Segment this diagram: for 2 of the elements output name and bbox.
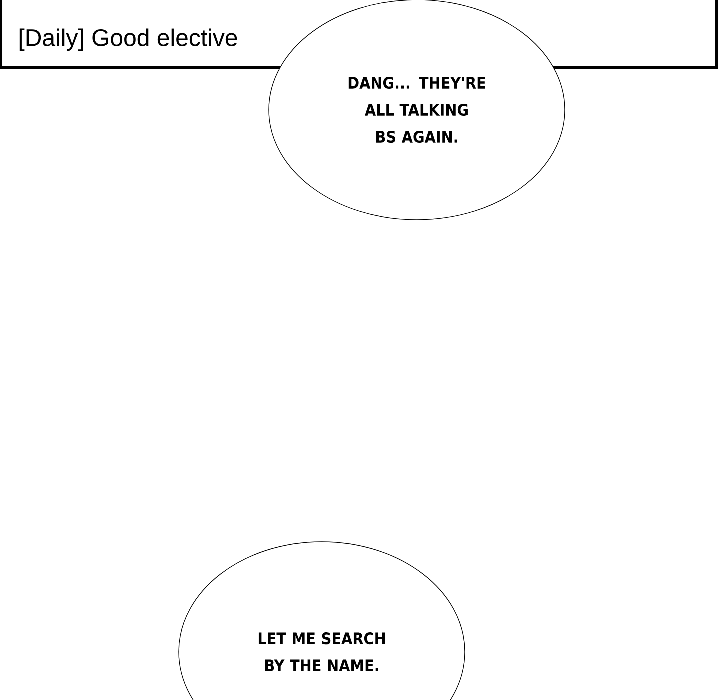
speech-bubble: LET ME SEARCH BY THE NAME. bbox=[178, 542, 466, 700]
speech-bubble: DANG... THEY'RE ALL TALKING BS AGAIN. bbox=[268, 0, 566, 220]
